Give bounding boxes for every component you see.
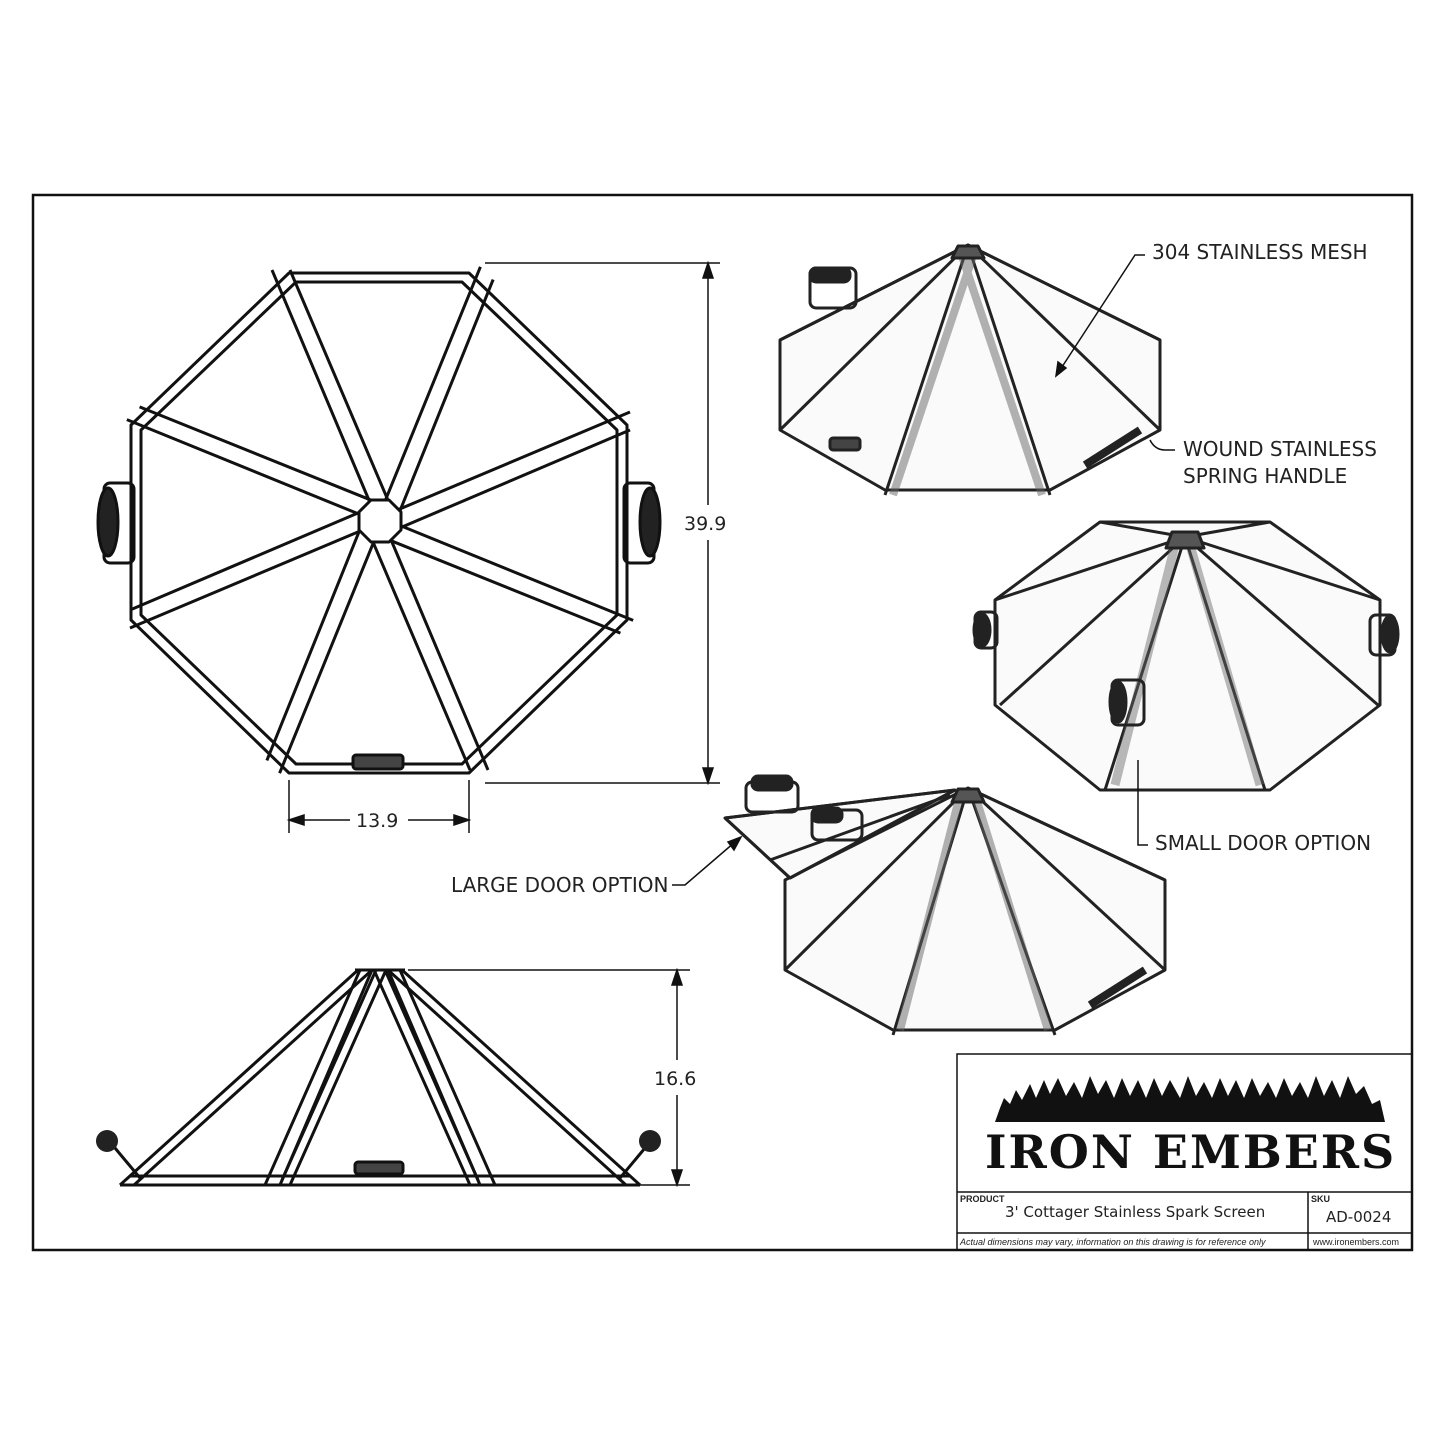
dimension-width-label: 39.9 xyxy=(684,513,726,535)
small-door-leader xyxy=(1137,760,1148,846)
brand-name: IRON EMBERS xyxy=(985,1125,1396,1179)
side-handle-right xyxy=(639,1130,661,1152)
mesh-leader xyxy=(1054,254,1145,378)
handle-leader xyxy=(1149,439,1175,451)
large-door-leader xyxy=(672,835,743,886)
sku-label: SKU xyxy=(1311,1194,1330,1204)
iso-view-mesh xyxy=(778,243,1162,497)
dimension-height xyxy=(408,967,690,1188)
product-label: PRODUCT xyxy=(960,1194,1005,1204)
mesh-label: 304 STAINLESS MESH xyxy=(1152,240,1368,264)
handle-label-line2: SPRING HANDLE xyxy=(1183,464,1347,488)
iso-view-small-door xyxy=(972,520,1400,792)
sku-value: AD-0024 xyxy=(1326,1208,1391,1226)
handle-label-line1: WOUND STAINLESS xyxy=(1183,437,1377,461)
dimension-side xyxy=(286,780,472,833)
website: www.ironembers.com xyxy=(1312,1237,1399,1247)
side-handle-left xyxy=(96,1130,118,1152)
sheet-border xyxy=(31,193,1414,1252)
top-view xyxy=(96,266,662,775)
disclaimer: Actual dimensions may vary, information … xyxy=(959,1237,1266,1247)
iso-view-large-door xyxy=(723,774,1167,1036)
large-door-label: LARGE DOOR OPTION xyxy=(451,873,668,897)
dimension-width xyxy=(485,260,720,786)
product-name: 3' Cottager Stainless Spark Screen xyxy=(1005,1203,1265,1221)
flames-logo-icon xyxy=(995,1076,1385,1122)
side-view xyxy=(113,968,647,1187)
dimension-side-label: 13.9 xyxy=(356,810,398,832)
dimension-height-label: 16.6 xyxy=(654,1068,696,1090)
small-door-label: SMALL DOOR OPTION xyxy=(1155,831,1371,855)
title-block xyxy=(956,1053,1413,1251)
